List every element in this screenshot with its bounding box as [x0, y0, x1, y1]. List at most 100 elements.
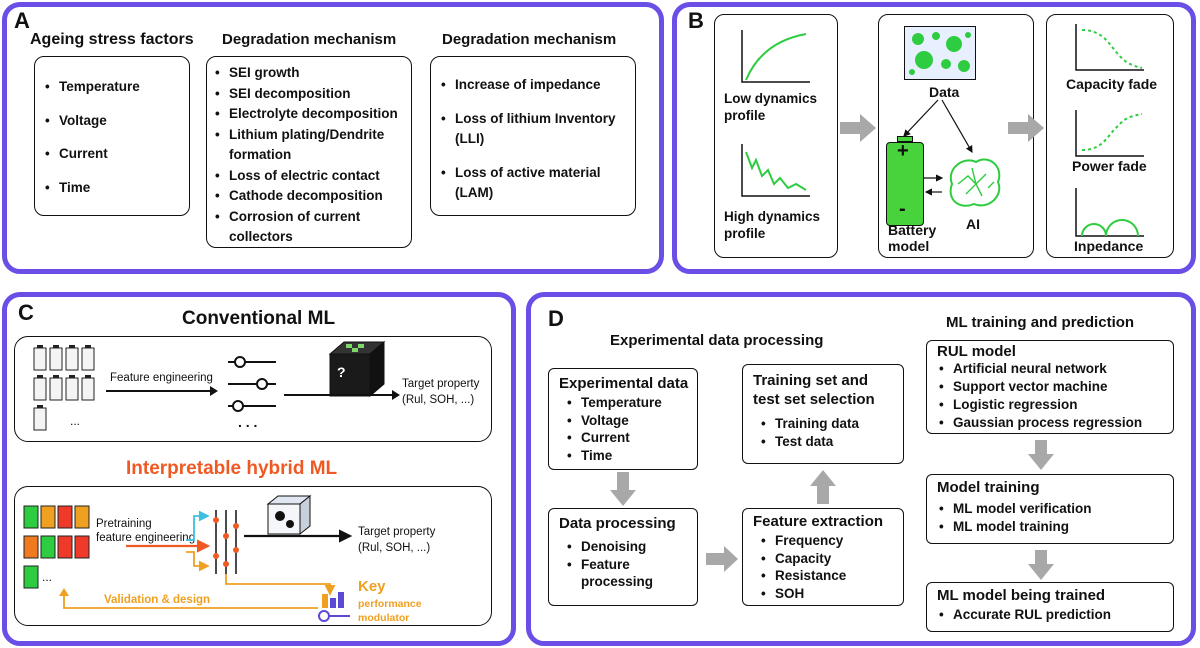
stress-factors-box: Temperature Voltage Current Time — [34, 56, 190, 216]
target-arrow — [284, 390, 400, 400]
list-item: Loss of lithium Inventory (LLI) — [439, 109, 627, 150]
battery-ellipsis: ... — [70, 414, 81, 428]
battery-plus: + — [897, 140, 909, 162]
arrow-right-icon — [840, 114, 876, 142]
key-modulator-icon — [318, 592, 350, 622]
list-item: ML model training — [937, 518, 1163, 536]
target-property-label: Target property — [402, 378, 480, 390]
data-blobs — [909, 32, 971, 75]
model-trained-box: ML model being trained Accurate RUL pred… — [926, 582, 1174, 632]
panel-c-label: C — [18, 300, 34, 325]
model-trained-list: Accurate RUL prediction — [937, 606, 1163, 624]
list-item: Time — [565, 447, 687, 465]
impedance-plot — [1075, 188, 1144, 237]
degradation-mechanism-list: SEI growth SEI decomposition Electrolyte… — [213, 63, 405, 248]
list-item: Frequency — [759, 532, 893, 550]
stress-factors-heading: Ageing stress factors — [30, 31, 194, 48]
list-item: Time — [43, 178, 181, 199]
model-training-list: ML model verification ML model training — [937, 500, 1163, 536]
arrow-down-icon — [610, 472, 636, 506]
model-training-box: Model training ML model verification ML … — [926, 474, 1174, 544]
feature-arrow — [106, 386, 218, 396]
modulator-label: modulator — [358, 612, 410, 624]
list-item: Increase of impedance — [439, 75, 627, 96]
battery-grid-icon — [33, 345, 95, 431]
list-item: Cathode decomposition — [213, 186, 405, 207]
battery-icon — [886, 142, 924, 226]
validation-arrow — [59, 588, 318, 609]
training-set-title: Training set and test set selection — [753, 372, 875, 408]
degradation-result-box: Increase of impedance Loss of lithium In… — [430, 56, 636, 216]
list-item: Loss of electric contact — [213, 166, 405, 187]
validation-label: Validation & design — [104, 594, 211, 606]
impedance-label: Inpedance — [1074, 238, 1144, 254]
model-training-title: Model training — [937, 479, 1040, 496]
arrow-right-icon — [706, 546, 738, 572]
black-box-icon — [328, 340, 386, 398]
power-fade-plot — [1075, 110, 1144, 157]
list-item: Resistance — [759, 567, 893, 585]
data-label: Data — [929, 84, 960, 100]
target-values-label: (Rul, SOH, ...) — [402, 394, 475, 406]
ai-label: AI — [966, 216, 980, 232]
list-item: Corrosion of current collectors — [213, 207, 405, 248]
feature-extraction-list: Frequency Capacity Resistance SOH — [753, 532, 893, 602]
list-item: Electrolyte decomposition — [213, 104, 405, 125]
pretraining-fe-label: feature engineering — [96, 532, 196, 544]
exp-processing-heading: Experimental data processing — [610, 332, 824, 349]
key-label: Key — [358, 578, 386, 595]
training-set-list: Training data Test data — [753, 415, 893, 450]
list-item: Test data — [759, 433, 893, 451]
hybrid-ml-title: Interpretable hybrid ML — [126, 458, 338, 479]
feature-extraction-title: Feature extraction — [753, 513, 884, 530]
pretraining-label: Pretraining — [96, 518, 152, 530]
gear-box-icon — [266, 494, 312, 536]
ml-training-heading: ML training and prediction — [946, 314, 1135, 331]
list-item: Artificial neural network — [937, 360, 1163, 378]
arrow-right-icon — [1008, 114, 1044, 142]
list-item: Temperature — [565, 394, 687, 412]
list-item: ML model verification — [937, 500, 1163, 518]
list-item: Capacity — [759, 550, 893, 568]
list-item: Training data — [759, 415, 893, 433]
colored-battery-grid-icon — [23, 505, 90, 589]
conventional-ml-title: Conventional ML — [182, 308, 336, 329]
capacity-fade-label: Capacity fade — [1066, 76, 1158, 92]
rul-model-box: RUL model Artificial neural network Supp… — [926, 340, 1174, 434]
hybrid-values-label: (Rul, SOH, ...) — [358, 542, 431, 554]
list-item: Feature processing — [565, 556, 665, 591]
degradation-mechanism-box: SEI growth SEI decomposition Electrolyte… — [206, 56, 412, 248]
exp-data-title: Experimental data — [559, 375, 689, 392]
exp-data-list: Temperature Voltage Current Time — [559, 394, 687, 464]
arrow-down-icon — [1028, 550, 1054, 580]
list-item: Lithium plating/Dendrite formation — [213, 125, 405, 166]
arrow-down-icon — [1028, 440, 1054, 470]
stress-factors-list: Temperature Voltage Current Time — [43, 77, 181, 198]
list-item: SEI growth — [213, 63, 405, 84]
list-item: SOH — [759, 585, 893, 603]
degradation-result-list: Increase of impedance Loss of lithium In… — [439, 75, 627, 204]
data-processing-box: Data processing Denoising Feature proces… — [548, 508, 698, 606]
list-item: Current — [43, 144, 181, 165]
list-item: Support vector machine — [937, 378, 1163, 396]
list-item: Current — [565, 429, 687, 447]
data-processing-title: Data processing — [559, 515, 676, 532]
sliders-icon — [228, 356, 276, 412]
list-item: Loss of active material (LAM) — [439, 163, 627, 204]
battery-model-label: Battery model — [888, 222, 937, 254]
model-trained-title: ML model being trained — [937, 587, 1106, 604]
power-fade-label: Power fade — [1072, 158, 1147, 174]
list-item: Voltage — [565, 412, 687, 430]
exp-data-box: Experimental data Temperature Voltage Cu… — [548, 368, 698, 470]
rul-model-list: Artificial neural network Support vector… — [937, 360, 1163, 432]
battery-minus: - — [899, 198, 906, 220]
battery-terminal — [897, 136, 913, 142]
data-processing-list: Denoising Feature processing — [559, 538, 687, 591]
rul-model-title: RUL model — [937, 343, 1016, 360]
panel-d-label: D — [548, 306, 564, 331]
model-arrows — [903, 99, 973, 196]
performance-label: performance — [358, 598, 422, 610]
profiles-box — [714, 14, 838, 258]
training-set-box: Training set and test set selection Trai… — [742, 364, 904, 464]
hybrid-target-label: Target property — [358, 526, 436, 538]
